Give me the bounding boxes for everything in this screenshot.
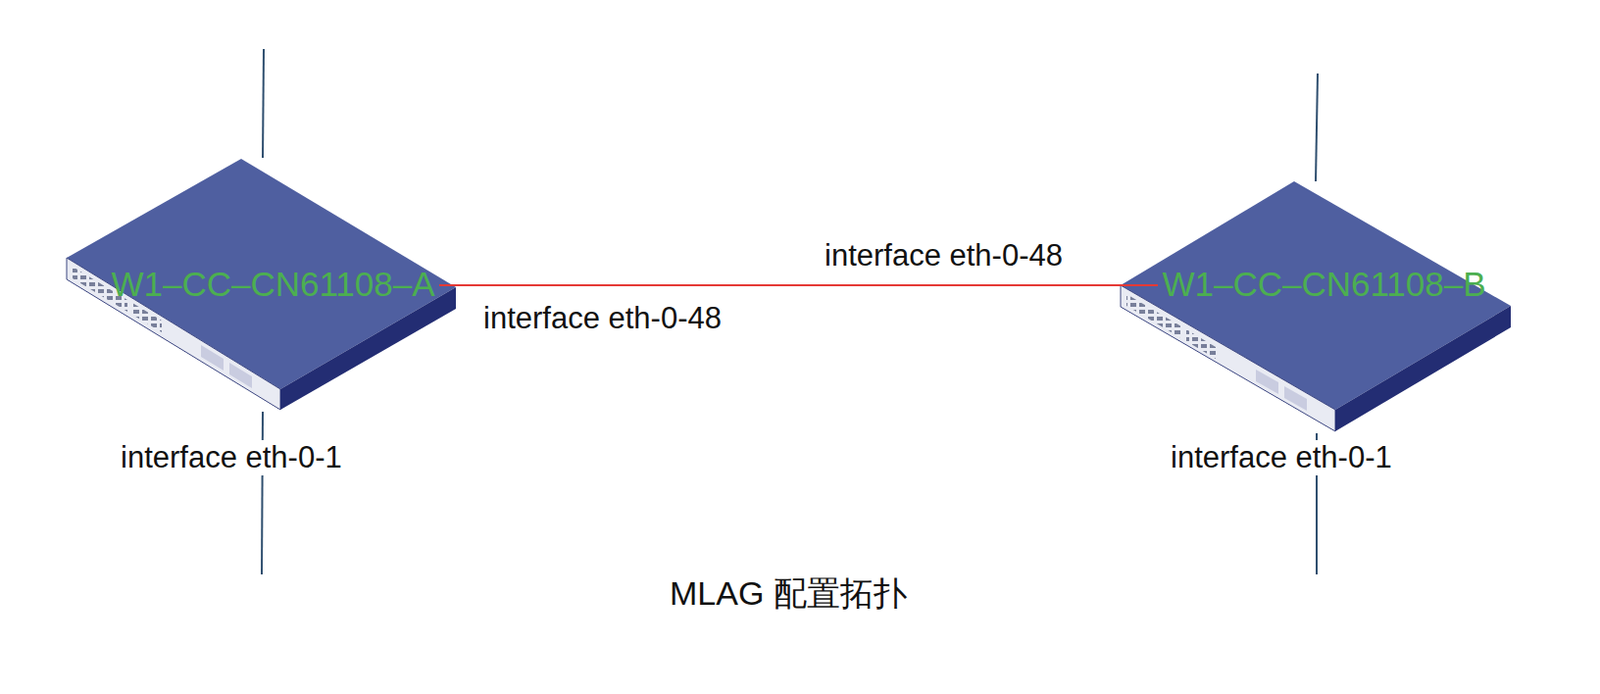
interface-label: interface eth-0-1 [117, 440, 346, 476]
downlink-wire [261, 411, 263, 575]
interface-label: interface eth-0-48 [480, 300, 725, 337]
uplink-wire [1315, 73, 1318, 182]
switch-b [1120, 181, 1511, 432]
switch-name: W1–CC–CN61108–B [1161, 265, 1486, 304]
interface-label: interface eth-0-48 [821, 238, 1066, 274]
switch-label-box: W1–CC–CN61108–A [106, 263, 440, 306]
switch-name: W1–CC–CN61108–A [110, 265, 435, 304]
uplink-wire [262, 49, 264, 158]
interface-label: interface eth-0-1 [1167, 440, 1396, 476]
switch-a [66, 158, 456, 410]
diagram-caption: MLAG 配置拓扑 [666, 574, 910, 613]
peer-link [439, 285, 1158, 287]
switch-label-box: W1–CC–CN61108–B [1157, 263, 1491, 306]
